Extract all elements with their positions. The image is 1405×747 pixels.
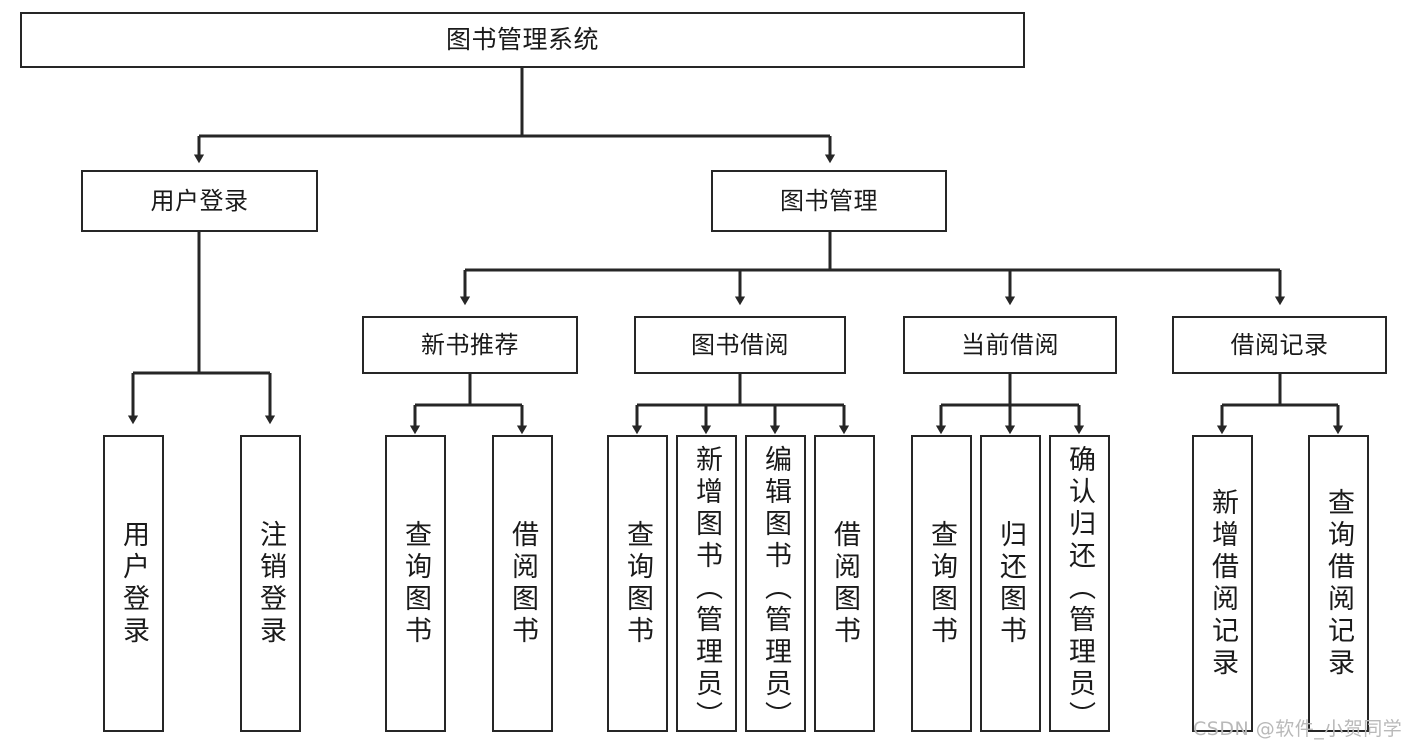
node-root-label: 图书管理系统 xyxy=(445,25,599,55)
leaf-current-borrow-confirm-label: 确认归还（管理员） xyxy=(1064,445,1095,733)
leaf-borrow-record-query[interactable]: 查询借阅记录 xyxy=(1308,435,1369,732)
csdn-watermark: CSDN @软件_小贺同学 xyxy=(1193,718,1403,740)
leaf-current-borrow-return[interactable]: 归还图书 xyxy=(980,435,1041,732)
leaf-borrow-record-add[interactable]: 新增借阅记录 xyxy=(1192,435,1253,732)
leaf-current-borrow-query-label: 查询图书 xyxy=(926,519,957,648)
leaf-user-login-signout-label: 注销登录 xyxy=(255,519,286,648)
leaf-current-borrow-confirm[interactable]: 确认归还（管理员） xyxy=(1049,435,1110,733)
node-borrow-record[interactable]: 借阅记录 xyxy=(1172,316,1387,374)
leaf-new-book-borrow-label: 借阅图书 xyxy=(507,519,538,648)
leaf-new-book-query-label: 查询图书 xyxy=(400,519,431,648)
leaf-current-borrow-query[interactable]: 查询图书 xyxy=(911,435,972,732)
leaf-new-book-query[interactable]: 查询图书 xyxy=(385,435,446,732)
node-new-book-recommend-label: 新书推荐 xyxy=(421,330,519,359)
leaf-book-borrow-lend[interactable]: 借阅图书 xyxy=(814,435,875,732)
node-current-borrow[interactable]: 当前借阅 xyxy=(903,316,1117,374)
node-book-borrow-label: 图书借阅 xyxy=(691,330,789,359)
leaf-book-borrow-edit-label: 编辑图书（管理员） xyxy=(760,445,791,733)
leaf-new-book-borrow[interactable]: 借阅图书 xyxy=(492,435,553,732)
leaf-book-borrow-edit[interactable]: 编辑图书（管理员） xyxy=(745,435,806,733)
leaf-book-borrow-query-label: 查询图书 xyxy=(622,519,653,648)
node-root[interactable]: 图书管理系统 xyxy=(20,12,1025,68)
leaf-current-borrow-return-label: 归还图书 xyxy=(995,519,1026,648)
node-book-borrow[interactable]: 图书借阅 xyxy=(634,316,846,374)
leaf-user-login-signin[interactable]: 用户登录 xyxy=(103,435,164,732)
leaf-book-borrow-lend-label: 借阅图书 xyxy=(829,519,860,648)
leaf-user-login-signin-label: 用户登录 xyxy=(118,519,149,648)
node-user-login-label: 用户登录 xyxy=(150,186,249,215)
node-current-borrow-label: 当前借阅 xyxy=(961,330,1059,359)
leaf-borrow-record-add-label: 新增借阅记录 xyxy=(1207,487,1238,680)
leaf-book-borrow-query[interactable]: 查询图书 xyxy=(607,435,668,732)
leaf-user-login-signout[interactable]: 注销登录 xyxy=(240,435,301,732)
node-new-book-recommend[interactable]: 新书推荐 xyxy=(362,316,578,374)
node-book-management[interactable]: 图书管理 xyxy=(711,170,947,232)
node-user-login[interactable]: 用户登录 xyxy=(81,170,318,232)
node-borrow-record-label: 借阅记录 xyxy=(1230,330,1329,359)
node-book-management-label: 图书管理 xyxy=(780,186,878,215)
leaf-book-borrow-add-label: 新增图书（管理员） xyxy=(691,445,722,733)
leaf-book-borrow-add[interactable]: 新增图书（管理员） xyxy=(676,435,737,733)
leaf-borrow-record-query-label: 查询借阅记录 xyxy=(1323,487,1354,680)
